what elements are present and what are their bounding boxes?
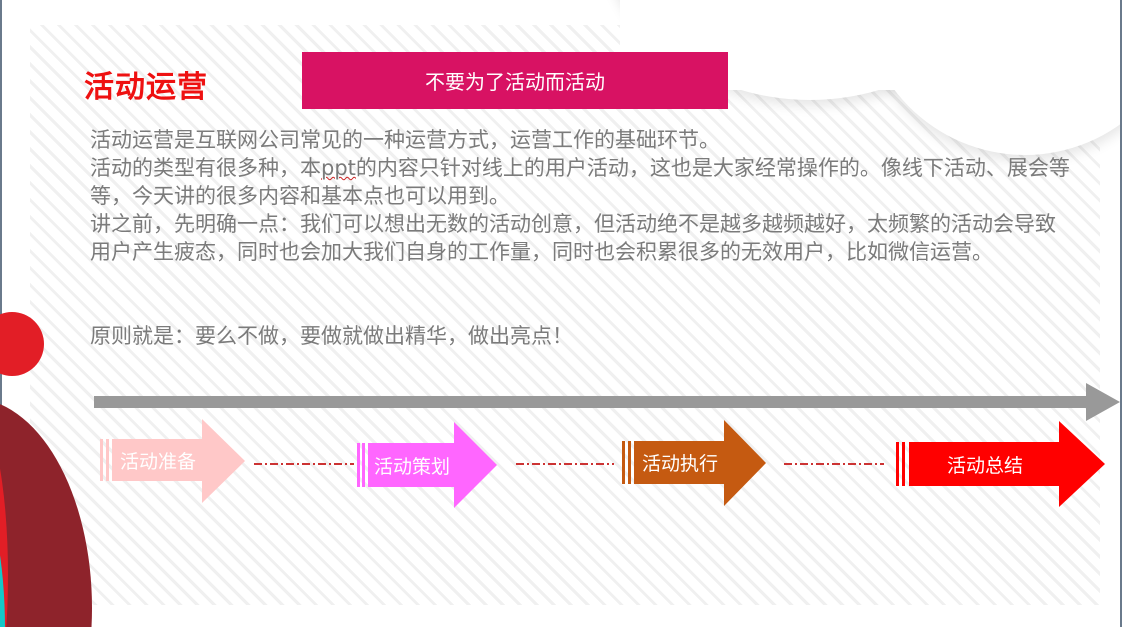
step-arrow-head-icon — [202, 419, 245, 503]
step-body: 活动策划 — [368, 443, 456, 487]
paragraph-1: 活动运营是互联网公司常见的一种运营方式，运营工作的基础环节。 — [90, 128, 720, 152]
step-bar — [357, 443, 360, 487]
step-body: 活动执行 — [634, 441, 726, 484]
step-bar — [902, 442, 905, 486]
step-connector-3 — [784, 463, 884, 465]
step-bar — [362, 443, 365, 487]
slide-right-border — [1120, 0, 1122, 627]
step-bar — [622, 441, 625, 484]
step-body: 活动准备 — [112, 439, 204, 481]
slogan-text: 不要为了活动而活动 — [425, 70, 605, 94]
timeline-arrow-head-icon — [1086, 383, 1120, 421]
body-text: 活动运营是互联网公司常见的一种运营方式，运营工作的基础环节。 活动的类型有很多种… — [90, 126, 1075, 266]
step-label: 活动执行 — [641, 453, 718, 475]
step-body: 活动总结 — [909, 442, 1061, 486]
step-arrow-head-icon — [1059, 421, 1105, 507]
slogan-banner: 不要为了活动而活动 — [302, 52, 728, 109]
step-arrow-head-icon — [724, 420, 766, 506]
slide-title: 活动运营 — [84, 70, 208, 105]
paragraph-2: 活动的类型有很多种，本ppt的内容只针对线上的用户活动，这也是大家经常操作的。像… — [90, 156, 1070, 208]
step-bar — [628, 441, 631, 484]
principle-text: 原则就是：要么不做，要做就做出精华，做出亮点！ — [90, 324, 573, 348]
spellcheck-word: ppt — [321, 156, 356, 180]
striped-background — [30, 25, 1100, 605]
step-arrow-head-icon — [454, 422, 497, 508]
decor-circle-inner-red — [0, 410, 8, 627]
step-label: 活动策划 — [373, 455, 450, 478]
step-label: 活动总结 — [946, 454, 1023, 477]
step-connector-2 — [516, 463, 614, 465]
timeline-arrow-shaft — [94, 396, 1090, 408]
step-bar — [896, 442, 899, 486]
step-connector-1 — [254, 463, 354, 465]
step-bar — [100, 439, 103, 481]
step-label: 活动准备 — [119, 450, 196, 473]
step-bar — [106, 439, 109, 481]
paragraph-3: 讲之前，先明确一点：我们可以想出无数的活动创意，但活动绝不是越多越频越好，太频繁… — [90, 212, 1056, 264]
